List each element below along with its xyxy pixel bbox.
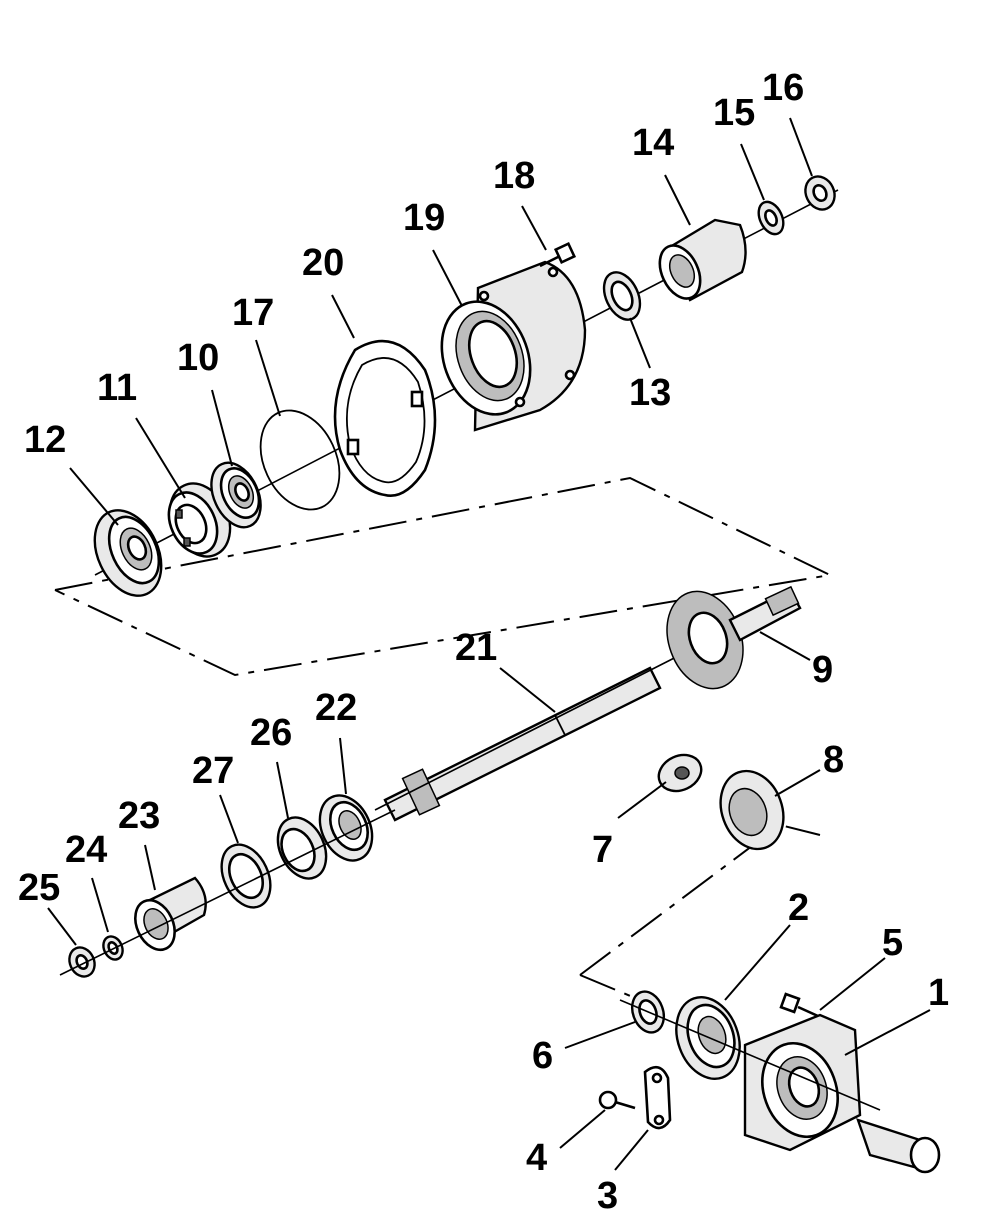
callout-22: 22: [315, 687, 357, 729]
part-1-housing: [743, 1013, 941, 1174]
leader-17: [255, 339, 281, 417]
part-15-washer: [757, 200, 785, 236]
leader-18: [521, 205, 547, 251]
leader-25: [47, 907, 77, 946]
callout-17: 17: [232, 292, 274, 334]
callout-12: 12: [24, 419, 66, 461]
part-20-shim-plate: [333, 339, 437, 497]
leader-15: [740, 143, 765, 201]
lower-group-boundary: [579, 823, 821, 1001]
callout-11: 11: [97, 367, 137, 409]
leader-13: [629, 317, 651, 369]
callout-7: 7: [592, 829, 613, 871]
part-16-nut: [804, 175, 836, 211]
lower-left-axis: [59, 809, 396, 976]
part-12-bearing: [93, 509, 163, 597]
leader-10: [211, 389, 233, 467]
callout-18: 18: [493, 155, 535, 197]
callout-24: 24: [65, 829, 107, 871]
leader-5: [819, 957, 886, 1011]
leader-7: [617, 781, 667, 819]
part-24-washer: [102, 935, 124, 961]
callout-3: 3: [597, 1175, 618, 1217]
part-13-washer: [602, 271, 642, 321]
leader-19: [432, 249, 463, 307]
callout-21: 21: [455, 627, 497, 669]
leader-2: [724, 924, 791, 1001]
callout-15: 15: [713, 92, 755, 134]
callout-14: 14: [632, 122, 674, 164]
callout-1: 1: [928, 972, 949, 1014]
callout-26: 26: [250, 712, 292, 754]
part-23-coupling: [134, 876, 207, 952]
leader-6: [564, 1021, 636, 1049]
leader-12: [69, 467, 119, 526]
lower-right-axis: [619, 999, 881, 1111]
callout-25: 25: [18, 867, 60, 909]
part-19-housing: [440, 260, 587, 432]
part-14-coupling: [658, 218, 747, 302]
leader-23: [144, 844, 156, 891]
part-4-bolt: [598, 1090, 636, 1110]
callout-6: 6: [532, 1035, 553, 1077]
leader-3: [614, 1129, 649, 1171]
leader-16: [789, 117, 813, 177]
leader-20: [331, 294, 355, 339]
callout-2: 2: [788, 887, 809, 929]
callout-19: 19: [403, 197, 445, 239]
leader-1: [844, 1009, 931, 1056]
part-9-bevel-gear: [666, 585, 802, 690]
callout-10: 10: [177, 337, 219, 379]
part-21-shaft: [374, 649, 691, 822]
leader-24: [91, 877, 109, 933]
leader-26: [276, 761, 289, 819]
part-7-washer: [657, 753, 703, 793]
leader-4: [559, 1109, 606, 1149]
leader-lines: [47, 117, 931, 1171]
leader-22: [339, 737, 347, 795]
part-8-gear: [719, 769, 785, 851]
callout-13: 13: [629, 372, 671, 414]
part-10-bearing: [210, 461, 262, 529]
leader-21: [499, 667, 556, 713]
leader-11: [135, 417, 186, 499]
leader-8: [774, 769, 821, 797]
callout-20: 20: [302, 242, 344, 284]
part-25-nut: [68, 946, 96, 978]
callout-16: 16: [762, 67, 804, 109]
callout-labels: 12 11 10 17 20 19 18 13 14 15 16 21 9 22…: [18, 67, 949, 1217]
leader-27: [219, 794, 239, 844]
part-27-washer: [220, 843, 272, 909]
part-18-bolt: [539, 241, 577, 268]
callout-8: 8: [823, 739, 844, 781]
callout-23: 23: [118, 795, 160, 837]
callout-27: 27: [192, 750, 234, 792]
callout-5: 5: [882, 922, 903, 964]
part-3-lock-plate: [643, 1065, 672, 1130]
callout-9: 9: [812, 649, 833, 691]
leader-14: [664, 174, 691, 226]
part-6-washer: [630, 990, 666, 1034]
part-5-bolt: [779, 992, 819, 1018]
leader-9: [759, 631, 811, 661]
upper-group-boundary: [54, 476, 834, 677]
callout-4: 4: [526, 1137, 547, 1179]
part-26-slotted-ring: [276, 816, 328, 880]
